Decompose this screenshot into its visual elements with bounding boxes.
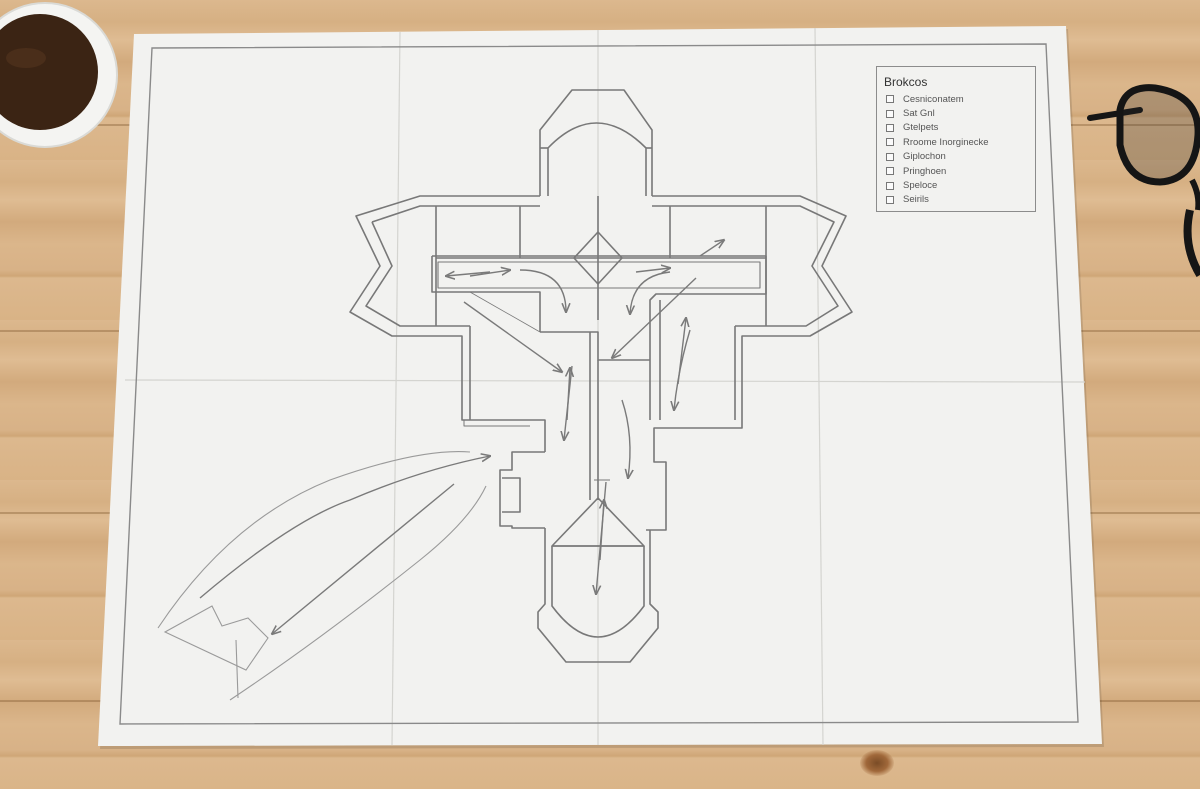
arrow xyxy=(600,500,604,561)
fold-creases xyxy=(124,27,1086,746)
arrow xyxy=(621,399,630,478)
coffee xyxy=(0,14,98,130)
glasses-lens xyxy=(1116,84,1200,186)
checkbox-icon[interactable] xyxy=(886,123,894,132)
arrow xyxy=(612,277,697,358)
floor-plan xyxy=(349,89,853,663)
legend-item[interactable]: Cesniconatem xyxy=(886,92,989,106)
checkbox-icon[interactable] xyxy=(886,181,894,190)
arrow xyxy=(677,318,686,385)
arrow xyxy=(199,456,490,599)
checkbox-icon[interactable] xyxy=(886,195,894,204)
coffee-highlight xyxy=(6,48,46,68)
arrow xyxy=(446,272,491,276)
glasses-lens-edge xyxy=(1183,209,1200,278)
glasses-bridge xyxy=(1189,178,1200,211)
legend-list: Cesniconatem Sat Gnl Gtelpets Rroome Ino… xyxy=(886,92,989,207)
checkbox-icon[interactable] xyxy=(886,152,894,161)
legend-item[interactable]: Speloce xyxy=(886,178,989,192)
coffee-mug-icon xyxy=(0,2,118,148)
flow-arrows xyxy=(199,240,724,634)
checkbox-icon[interactable] xyxy=(886,167,894,176)
checkbox-icon[interactable] xyxy=(886,109,894,118)
checkbox-icon[interactable] xyxy=(886,95,894,104)
legend-item[interactable]: Giplochon xyxy=(886,150,989,164)
arrow xyxy=(699,240,724,257)
sketch-lines xyxy=(157,451,487,701)
checkbox-icon[interactable] xyxy=(886,138,894,147)
legend-title: Brokcos xyxy=(884,75,928,89)
arrow xyxy=(469,270,510,277)
glasses-temple xyxy=(1087,107,1143,121)
arrow xyxy=(519,269,566,312)
wood-knot xyxy=(860,750,894,776)
arrow xyxy=(635,268,670,272)
legend-item[interactable]: Pringhoen xyxy=(886,164,989,178)
legend-item[interactable]: Seirils xyxy=(886,193,989,207)
arrow xyxy=(567,368,570,421)
eyeglasses-icon xyxy=(1087,84,1200,278)
paper xyxy=(98,26,1102,746)
drawing-border xyxy=(119,43,1079,725)
legend-box: Brokcos Cesniconatem Sat Gnl Gtelpets Rr… xyxy=(876,66,1036,212)
arrow xyxy=(463,301,562,372)
arrow xyxy=(272,483,455,634)
legend-item[interactable]: Rroome Inorginecke xyxy=(886,135,989,149)
legend-item[interactable]: Gtelpets xyxy=(886,121,989,135)
legend-item[interactable]: Sat Gnl xyxy=(886,106,989,120)
